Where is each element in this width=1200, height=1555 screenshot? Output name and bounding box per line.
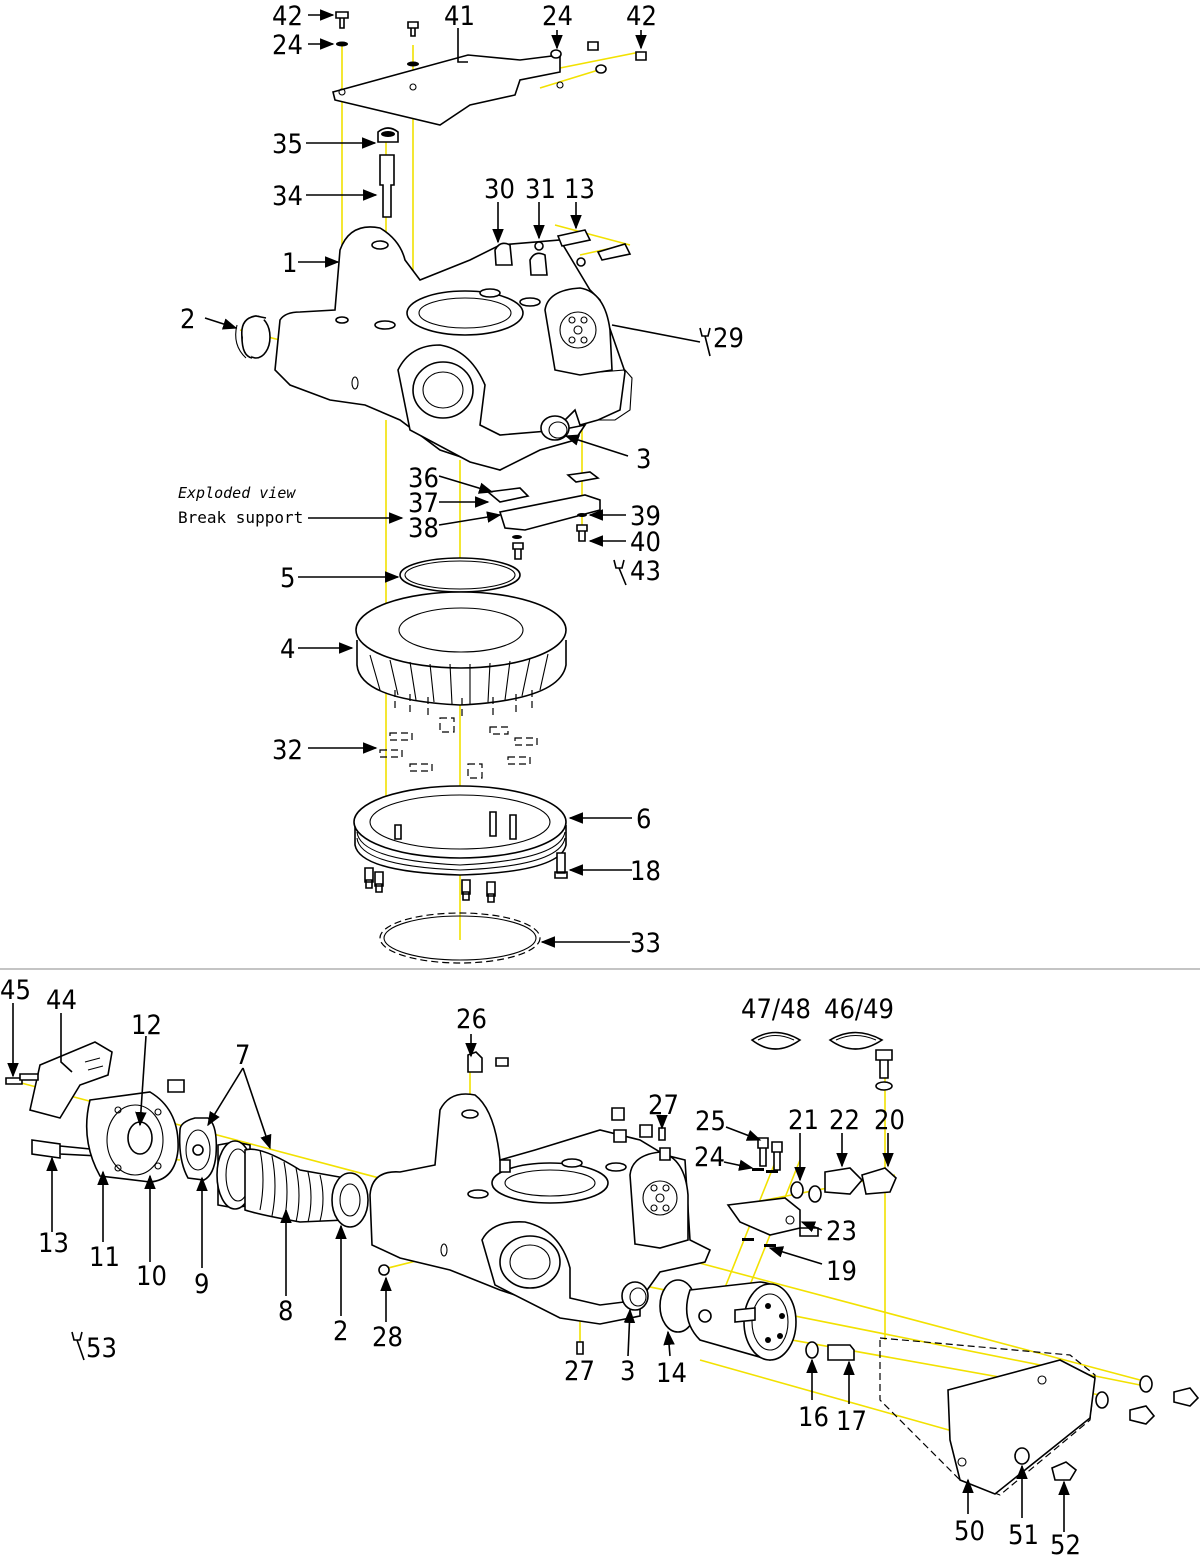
part-33-ring [379,912,541,964]
part-1-gearbox-housing [274,226,633,471]
label-36: 36 [408,463,439,494]
label-20: 20 [874,1105,905,1136]
part-47-48-seal [750,1031,802,1050]
part-8-worm-shaft [216,1140,369,1228]
part-4-worm-wheel [355,591,567,718]
part-23-valve-block [726,1137,897,1247]
label-3: 3 [636,444,651,475]
label-35: 35 [272,129,303,160]
label-42: 42 [272,1,303,32]
label-34: 34 [272,181,303,212]
label-12: 12 [131,1010,162,1041]
label-26: 26 [456,1004,487,1035]
label-17: 17 [836,1406,867,1437]
part-50-cover [875,1049,1096,1496]
label-46-49: 46/49 [824,994,894,1025]
label-30: 30 [484,174,515,205]
part-41-cover-plate [332,54,561,126]
wrench-icon [71,1331,85,1361]
label-11: 11 [89,1242,120,1273]
label-31: 31 [525,174,556,205]
label-51: 51 [1008,1520,1039,1551]
label-27: 27 [564,1356,595,1387]
label-50: 50 [954,1516,985,1547]
bottom-view: 45 44 12 7 26 47/48 46/49 27 25 21 22 20… [0,975,1200,1555]
label-45: 45 [0,975,31,1006]
label-3: 3 [620,1356,635,1387]
label-28: 28 [372,1322,403,1353]
label-37: 37 [408,488,439,519]
label-52: 52 [1050,1530,1081,1555]
label-6: 6 [636,804,651,835]
label-38: 38 [408,513,439,544]
label-24: 24 [694,1142,725,1173]
label-16: 16 [798,1402,829,1433]
leaders-bottom [7,1003,1070,1532]
label-43: 43 [630,556,661,587]
part-16-washer [805,1341,819,1359]
break-support-note: Break support [178,508,303,527]
part-3-bushing [540,415,570,441]
part-14-hydraulic-motor [659,1279,797,1361]
label-47-48: 47/48 [741,994,811,1025]
label-9: 9 [194,1269,209,1300]
label-22: 22 [829,1105,860,1136]
label-40: 40 [630,527,661,558]
label-39: 39 [630,501,661,532]
break-support-parts [486,471,601,560]
part-17-plug [827,1344,855,1361]
part-9-seal-plate [178,1117,218,1181]
label-44: 44 [46,985,77,1016]
top-view: 42 24 41 24 42 35 34 30 31 13 1 2 29 3 E… [178,1,744,964]
part-52-bolt [1051,1461,1078,1481]
label-21: 21 [788,1105,819,1136]
label-18: 18 [630,856,661,887]
label-7: 7 [235,1040,250,1071]
leaders-top [204,9,701,948]
part-2-bushing [235,315,271,359]
label-41: 41 [444,1,475,32]
label-24: 24 [272,30,303,61]
label-19: 19 [826,1256,857,1287]
part-11-flange [85,1079,185,1183]
label-2: 2 [333,1316,348,1347]
part-28-plug [378,1264,390,1276]
label-5: 5 [280,563,295,594]
label-14: 14 [656,1358,687,1389]
label-4: 4 [280,634,295,665]
label-53: 53 [86,1333,117,1364]
part-6-bearing-ring [353,785,567,876]
label-29: 29 [713,323,744,354]
part-5-o-ring [399,557,521,593]
label-24: 24 [542,1,573,32]
label-42: 42 [626,1,657,32]
label-10: 10 [136,1261,167,1292]
part-51-washer [1014,1447,1030,1465]
label-25: 25 [695,1106,726,1137]
label-13: 13 [38,1228,69,1259]
label-33: 33 [630,928,661,959]
part-46-49-seal [828,1031,884,1050]
label-8: 8 [278,1296,293,1327]
label-32: 32 [272,735,303,766]
label-23: 23 [826,1216,857,1247]
part-1-gearbox-housing-side [369,1051,712,1325]
label-1: 1 [282,248,297,279]
exploded-view-note: Exploded view [178,484,296,502]
label-13: 13 [564,174,595,205]
part-34-bolt [379,154,395,218]
part-44-bracket [29,1041,113,1119]
wrench-icon [613,559,627,586]
part-32-keys [379,717,538,779]
label-27: 27 [648,1090,679,1121]
wrench-icon [699,327,711,357]
part-13-bolt [31,1139,101,1159]
part-18-screws [364,852,568,903]
label-2: 2 [180,304,195,335]
